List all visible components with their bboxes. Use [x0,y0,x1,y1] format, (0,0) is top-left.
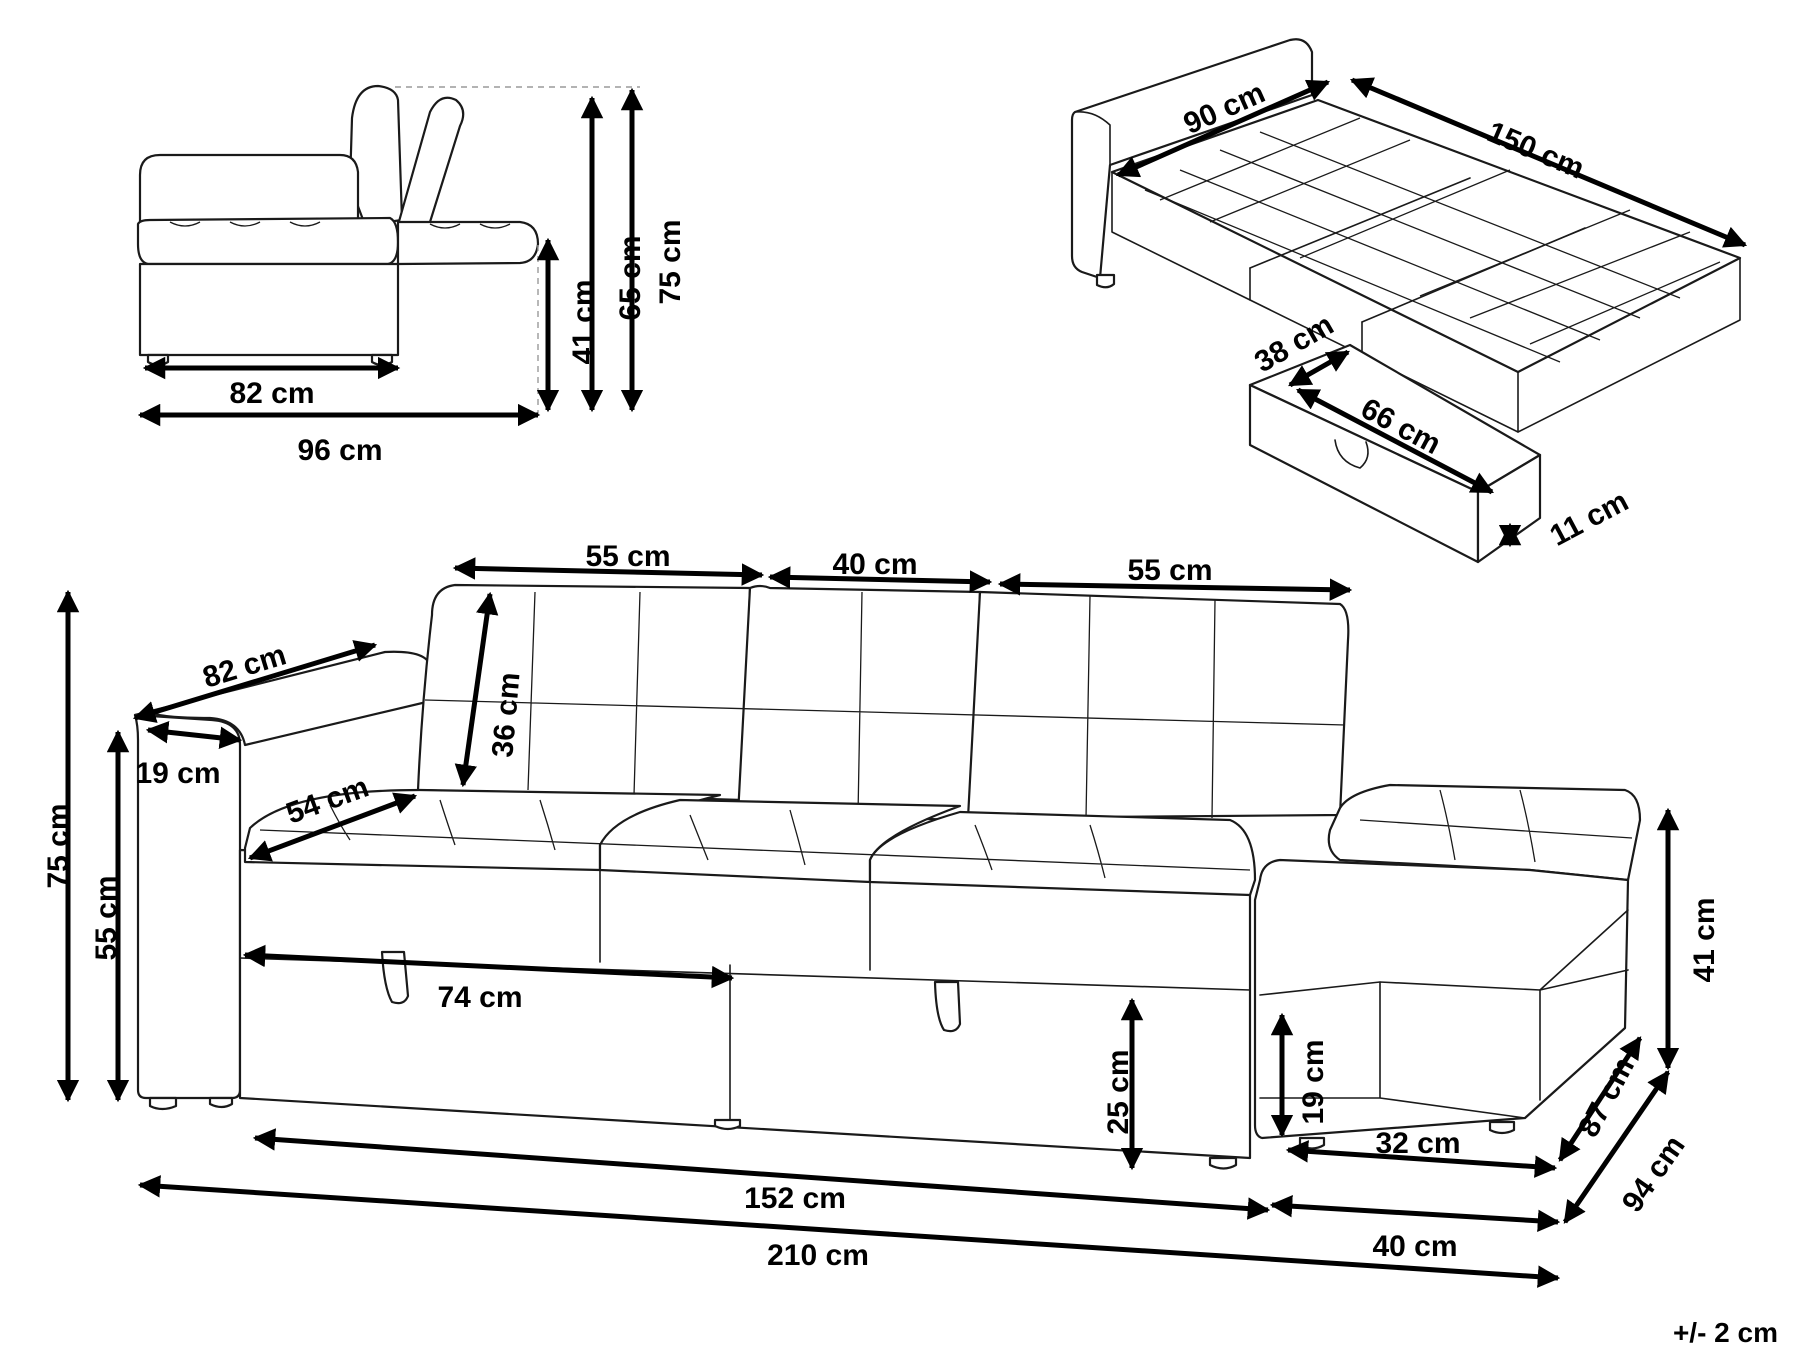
dim-label-total-length: 210 cm [767,1239,869,1272]
dim-arrow-arm-depth [132,640,378,723]
dim-label-back-left: 55 cm [585,540,670,573]
dim-label-ottoman-inner-height: 19 cm [1297,1039,1330,1124]
dim-arrow-drawer-width [1288,349,1350,388]
dim-label-back-height: 36 cm [486,671,526,759]
dim-arrow-back-right [997,573,1353,601]
dim-label-drawer-height: 11 cm [1545,484,1634,552]
dim-label-side-height-seat: 41 cm [567,279,600,364]
dim-arrow-ottoman-inner-width [1285,1140,1558,1178]
front-view-drawing [133,583,1642,1170]
dim-label-ottoman-inner-width: 32 cm [1375,1127,1460,1160]
tolerance-note: +/- 2 cm [1673,1317,1778,1348]
dim-label-back-right: 55 cm [1127,554,1212,587]
dim-arrow-arm-width [145,721,243,749]
dim-label-ottoman-depth: 94 cm [1616,1130,1692,1219]
dim-label-inner-length: 152 cm [744,1182,846,1215]
dim-arrow-drawer-length [1296,387,1494,495]
dim-arrow-total-length [137,1175,1561,1288]
dim-label-side-depth-base: 82 cm [229,377,314,410]
dim-arrow-back-height [454,591,499,788]
dim-arrow-bed-length [1349,77,1748,248]
dim-label-back-middle: 40 cm [832,548,917,581]
dim-label-storage-height: 25 cm [1102,1049,1135,1134]
dim-label-arm-width: 19 cm [135,757,220,790]
dim-label-storage-length: 74 cm [437,981,522,1014]
dim-arrow-storage-length [242,944,735,989]
bed-view-drawing [1070,38,1742,564]
dim-arrow-ottoman-width [1269,1194,1561,1233]
dim-label-ottoman-width: 40 cm [1372,1230,1457,1263]
dim-arrow-bed-width [1115,79,1331,178]
dim-arrow-back-left [452,557,765,586]
dim-arrow-seat-depth [247,792,418,862]
dim-label-arm-height: 55 cm [90,875,123,960]
dim-label-side-depth-total: 96 cm [297,434,382,467]
dim-label-ottoman-height: 41 cm [1688,897,1721,982]
dim-arrow-back-middle [767,566,993,593]
dim-label-side-height-total: 75 cm [654,219,687,304]
dim-label-total-height: 75 cm [42,803,75,888]
dim-arrow-ottoman-depth [1562,1070,1671,1224]
